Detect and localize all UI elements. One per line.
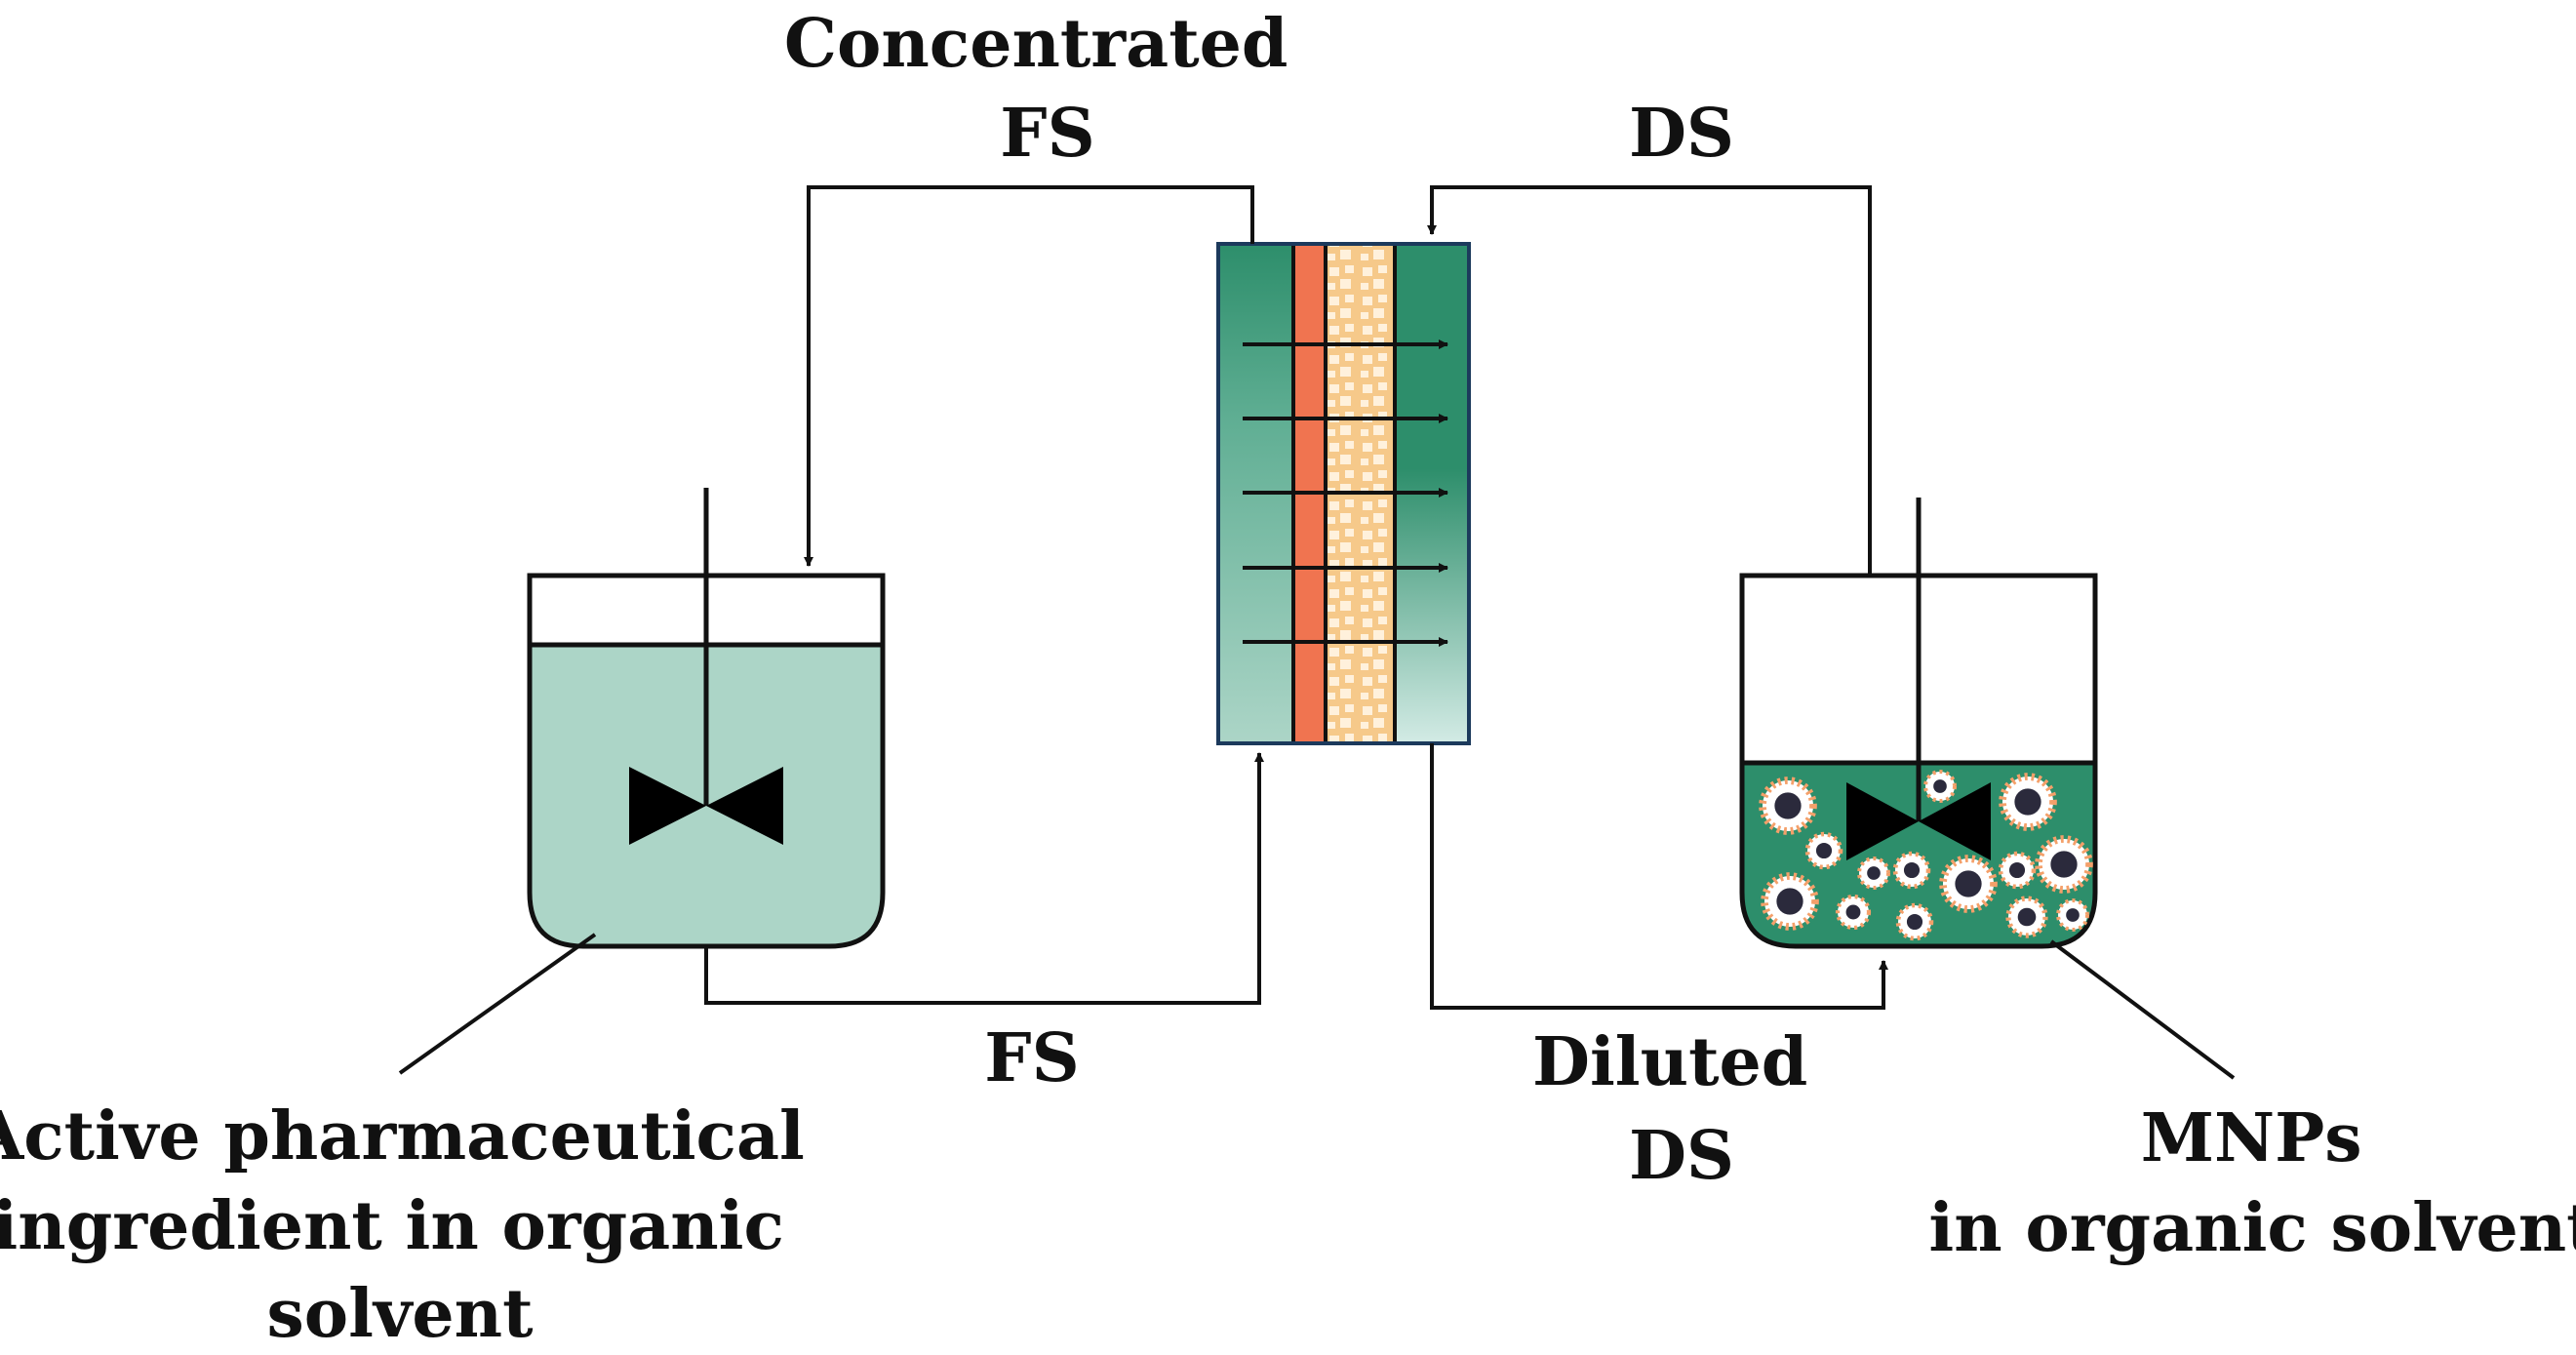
nanoparticle-icon (1857, 857, 1890, 890)
label-api: Active pharmaceutical ingredient in orga… (0, 1097, 828, 1353)
label-ds: DS (1629, 95, 1734, 173)
nanoparticle-icon (1835, 894, 1872, 931)
pipe-concentrated-fs (804, 185, 1254, 567)
feed-vessel-outline (527, 573, 886, 949)
nanoparticle-icon (2005, 896, 2048, 938)
label-diluted-ds-line1: Diluted (1532, 1023, 1807, 1101)
label-diluted-ds-line2: DS (1629, 1117, 1734, 1195)
label-mnps: MNPs in organic solvent (1928, 1099, 2576, 1267)
feed-vessel (527, 488, 886, 949)
label-concentrated-fs: Concentrated FS (784, 5, 1311, 173)
nanoparticle-icon (2056, 898, 2089, 932)
water-flux-arrows (1243, 339, 1448, 647)
label-api-line2: ingredient in organic (0, 1187, 784, 1265)
nanoparticle-icon (1998, 851, 2037, 890)
draw-vessel-outline (1739, 573, 2098, 949)
membrane-module-outline (1216, 242, 1471, 745)
nanoparticle-icon (1804, 831, 1843, 870)
nanoparticle-icon (1999, 773, 2057, 831)
label-diluted-ds: Diluted DS (1532, 1023, 1831, 1195)
feed-stirrer-impeller-icon (629, 767, 783, 845)
label-mnps-line1: MNPs (2141, 1099, 2362, 1177)
membrane-module (1216, 242, 1471, 745)
pipe-fs (704, 752, 1264, 1005)
pipe-diluted-ds (1430, 743, 1888, 1010)
draw-stirrer-impeller-icon (1846, 782, 1991, 860)
nanoparticle-icon (2035, 835, 2093, 894)
leader-line-mnps (2049, 939, 2236, 1080)
draw-vessel (1739, 498, 2098, 949)
label-concentrated-fs-line2: FS (1000, 95, 1094, 173)
nanoparticles (1759, 770, 2093, 941)
label-concentrated-fs-line1: Concentrated (784, 5, 1288, 83)
label-api-line3: solvent (266, 1275, 534, 1353)
leader-line-api (398, 933, 597, 1075)
nanoparticle-icon (1892, 851, 1931, 890)
nanoparticle-icon (1895, 902, 1934, 941)
label-fs: FS (984, 1019, 1079, 1097)
nanoparticle-icon (1761, 872, 1819, 931)
nanoparticle-icon (1759, 777, 1817, 835)
pipe-ds (1427, 185, 1872, 576)
label-api-line1: Active pharmaceutical (0, 1097, 805, 1176)
nanoparticle-icon (1939, 855, 1998, 913)
label-mnps-line2: in organic solvent (1928, 1189, 2576, 1267)
nanoparticle-icon (1923, 770, 1957, 803)
